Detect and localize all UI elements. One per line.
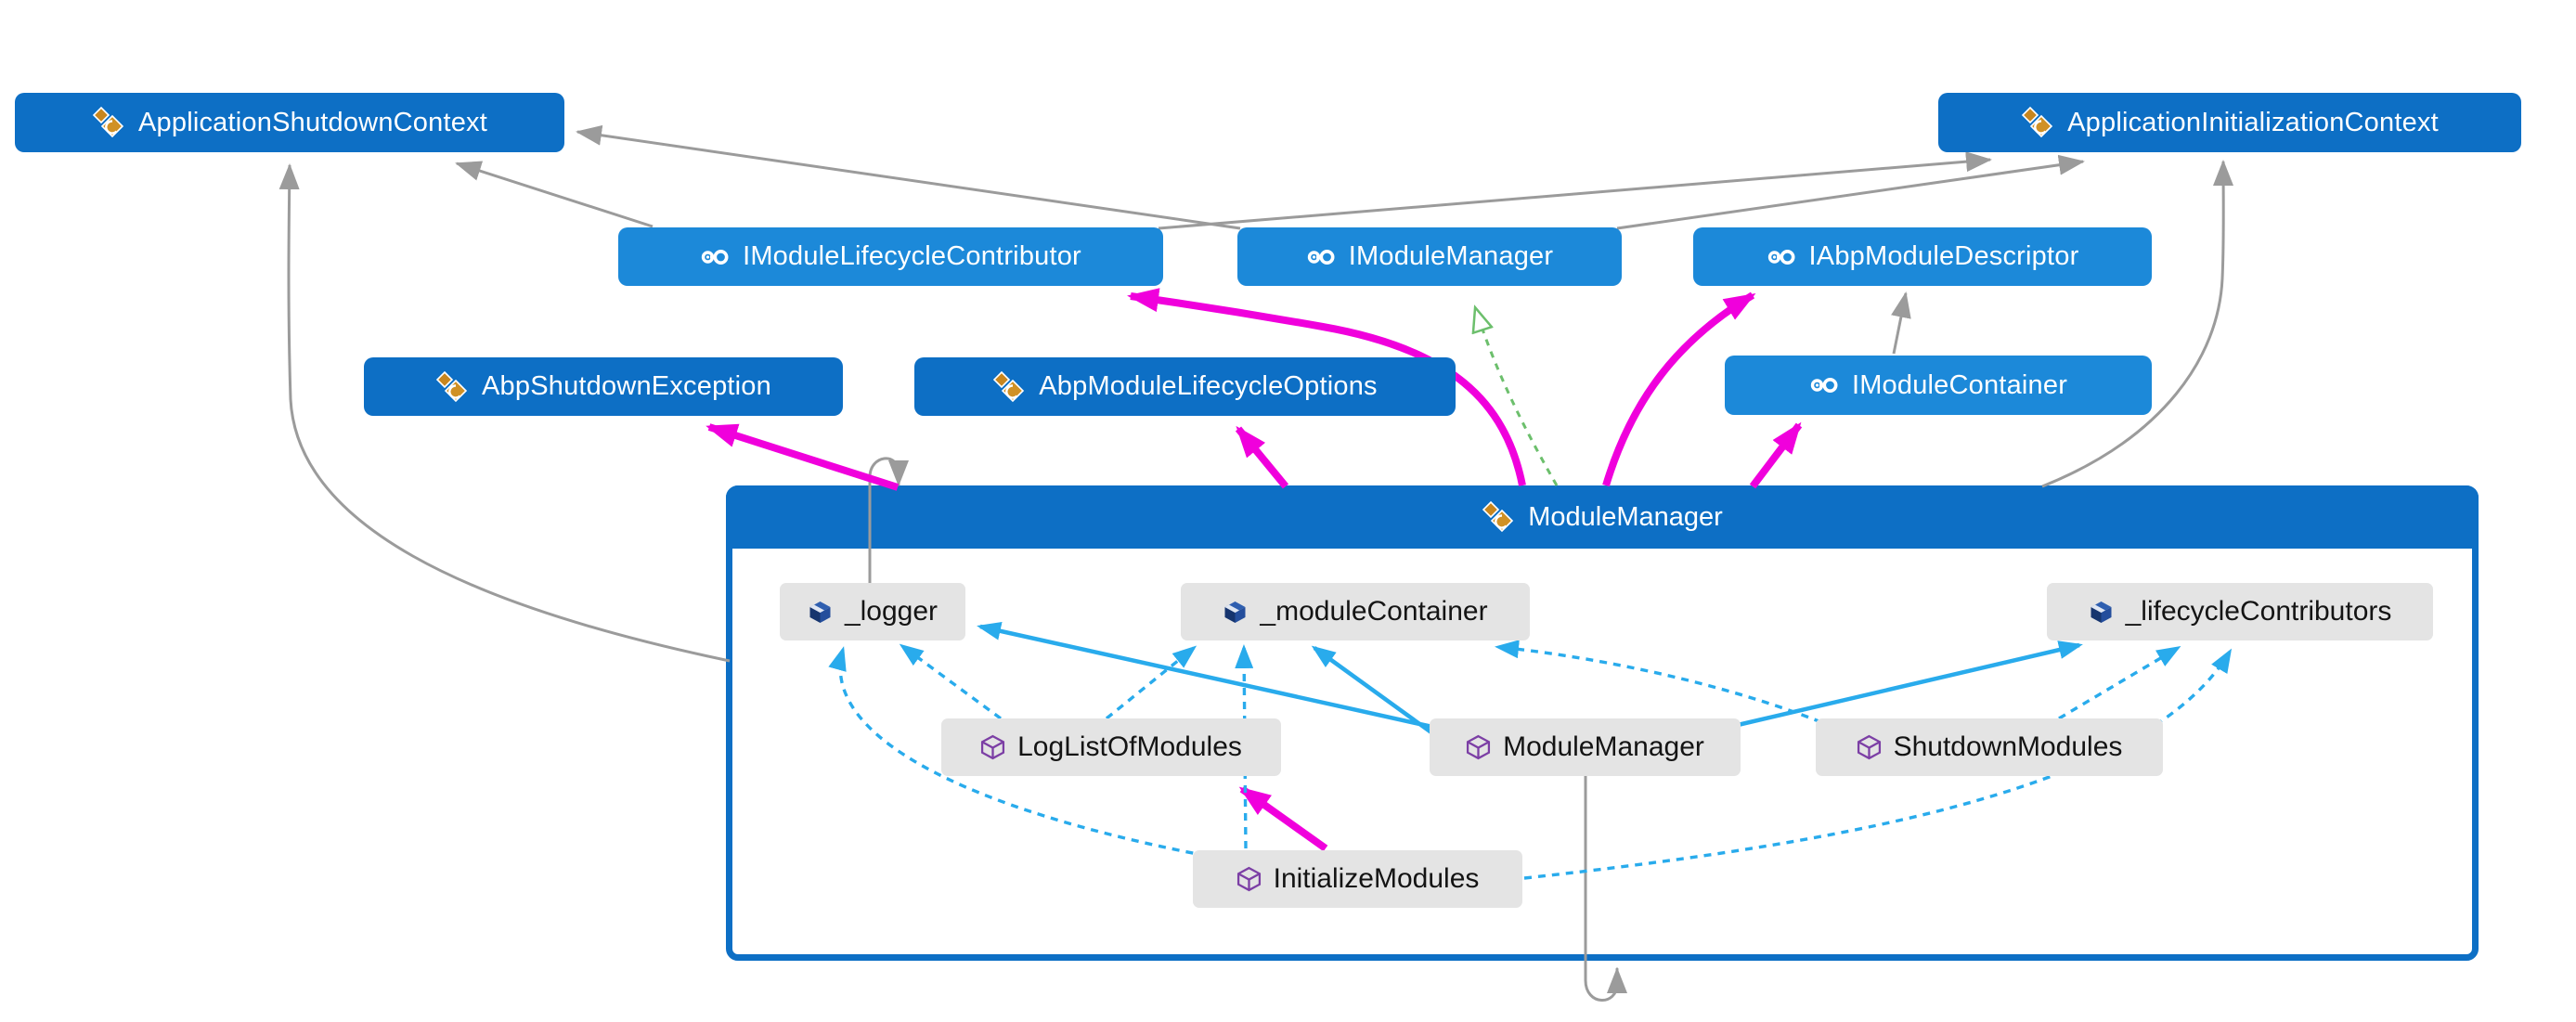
node-label: AbpModuleLifecycleOptions [1039,371,1378,401]
node-abp-module-lifecycle-options[interactable]: AbpModuleLifecycleOptions [914,357,1456,416]
node-imodule-manager[interactable]: IModuleManager [1237,227,1622,286]
field-module-container[interactable]: _moduleContainer [1181,583,1530,640]
interface-icon [1306,247,1336,267]
node-abp-shutdown-exception[interactable]: AbpShutdownException [364,357,843,416]
node-application-shutdown-context[interactable]: ApplicationShutdownContext [15,93,564,152]
field-icon [2089,600,2114,625]
node-imodule-container[interactable]: IModuleContainer [1725,356,2152,415]
method-icon [1236,866,1262,892]
magenta-reference-edges[interactable] [705,288,1803,852]
method-shutdown-modules[interactable]: ShutdownModules [1816,718,2163,776]
node-label: ApplicationInitializationContext [2067,107,2439,137]
method-module-manager[interactable]: ModuleManager [1430,718,1741,776]
field-icon [1223,600,1248,625]
member-label: _moduleContainer [1260,596,1488,627]
node-label: ApplicationShutdownContext [138,107,487,137]
implements-edge[interactable] [1476,310,1559,486]
member-label: _lifecycleContributors [2125,596,2392,627]
member-label: ShutdownModules [1893,731,2123,762]
method-icon [1857,734,1882,760]
class-icon [2021,106,2054,139]
interface-icon [1767,247,1796,267]
node-label: IModuleLifecycleContributor [743,241,1081,271]
node-label: AbpShutdownException [482,371,771,401]
interface-icon [700,247,730,267]
node-label: IAbpModuleDescriptor [1808,241,2079,271]
class-icon [435,370,469,404]
node-label: IModuleContainer [1851,369,2068,400]
method-icon [1466,734,1491,760]
node-iabp-module-descriptor[interactable]: IAbpModuleDescriptor [1693,227,2152,286]
field-lifecycle-contributors[interactable]: _lifecycleContributors [2047,583,2433,640]
group-title: ModuleManager [1528,501,1723,532]
method-log-list-of-modules[interactable]: LogListOfModules [941,718,1281,776]
method-icon [980,734,1005,760]
member-label: _logger [844,596,938,627]
method-initialize-modules[interactable]: InitializeModules [1193,850,1522,908]
interface-icon [1809,375,1839,395]
field-logger[interactable]: _logger [780,583,965,640]
class-icon [992,370,1026,404]
member-label: LogListOfModules [1017,731,1242,762]
member-label: ModuleManager [1503,731,1704,762]
node-application-initialization-context[interactable]: ApplicationInitializationContext [1938,93,2521,152]
group-modulemanager-header[interactable]: ModuleManager [726,485,2479,549]
class-icon [92,106,125,139]
node-label: IModuleManager [1348,241,1554,271]
gray-reference-edges[interactable] [278,124,2234,663]
field-icon [808,600,833,625]
node-imodule-lifecycle-contributor[interactable]: IModuleLifecycleContributor [618,227,1163,286]
member-label: InitializeModules [1273,863,1480,894]
